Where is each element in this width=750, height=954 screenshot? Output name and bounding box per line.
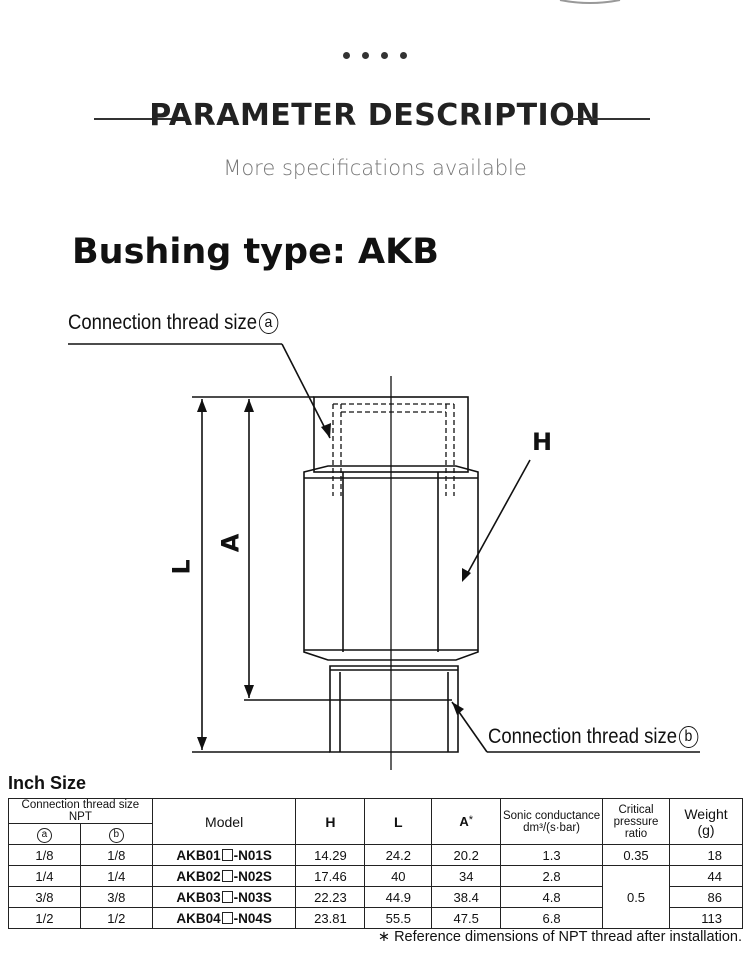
cell-b: 1/8 (79, 844, 153, 866)
header-b-cell: b (79, 823, 153, 845)
cell-L: 44.9 (364, 886, 433, 908)
title-rule-left (94, 118, 174, 120)
table-row: 1/4 1/4 AKB02 -N02S 17.46 40 34 2.8 0.5 4… (8, 865, 743, 929)
model-pre: AKB01 (176, 847, 221, 863)
cell-H: 23.81 (295, 907, 366, 929)
top-arc-decoration (559, 0, 621, 4)
header-sonic: Sonic conductance (502, 809, 601, 822)
table-row: 1/2 1/2 AKB04 -N04S 23.81 55.5 47.5 6.8 1… (8, 907, 743, 929)
dot (343, 52, 350, 59)
circle-b-icon: b (678, 726, 699, 748)
footnote: ∗ Reference dimensions of NPT thread aft… (377, 929, 742, 945)
cell-H: 17.46 (295, 865, 366, 887)
cell-model: AKB02 -N02S (151, 865, 297, 887)
model-pre: AKB03 (176, 889, 221, 905)
cell-a: 1/2 (8, 907, 81, 929)
model-box (221, 911, 233, 924)
model-pre: AKB04 (176, 910, 221, 926)
dot (381, 52, 388, 59)
table-row: 1/8 1/8 AKB01 -N01S 14.29 24.2 20.2 1.3 0… (8, 844, 743, 866)
cell-weight: 86 (669, 886, 743, 908)
cell-b: 1/4 (79, 865, 153, 887)
dim-H-label: H (532, 428, 553, 456)
cell-A: 34 (431, 865, 502, 887)
cell-model: AKB03 -N03S (151, 886, 297, 908)
circle-a-icon: a (36, 828, 52, 843)
header-weight-cell: Weight(g) (669, 798, 743, 845)
header-A-cell: A* (431, 798, 502, 845)
header-H: H (295, 798, 366, 845)
dot (400, 52, 407, 59)
bottom-thread (329, 665, 459, 753)
callout-a-leader (281, 343, 331, 439)
title-rule-right (570, 118, 650, 120)
model-box (221, 848, 233, 861)
cell-L: 40 (364, 865, 433, 887)
model-post: -N02S (233, 868, 272, 884)
cell-weight: 44 (669, 865, 743, 887)
cell-sonic: 6.8 (500, 907, 604, 929)
dot (362, 52, 369, 59)
header-L: L (364, 798, 433, 845)
figure-title: Bushing type: AKB (72, 232, 439, 272)
model-post: -N03S (233, 889, 272, 905)
subtitle: More specifications available (223, 156, 527, 180)
table-row: 3/8 3/8 AKB03 -N03S 22.23 44.9 38.4 4.8 8… (8, 886, 743, 908)
section-dots (0, 52, 750, 59)
header-weight-unit: (g) (697, 821, 715, 838)
cell-a: 1/8 (8, 844, 81, 866)
cell-critical: 0.5 (602, 865, 670, 929)
spec-table: Connection thread size NPT Model H L A* … (8, 798, 743, 929)
table-title: Inch Size (8, 773, 87, 793)
header-model: Model (151, 798, 297, 845)
cell-H: 14.29 (295, 844, 366, 866)
table-header-row: Connection thread size NPT Model H L A* … (8, 798, 743, 845)
circle-b-icon: b (108, 828, 124, 843)
cell-L: 55.5 (364, 907, 433, 929)
dim-L-label: L (167, 559, 196, 575)
cell-b: 3/8 (79, 886, 153, 908)
cell-model: AKB04 -N04S (151, 907, 297, 929)
cell-b: 1/2 (79, 907, 153, 929)
model-post: -N04S (233, 910, 272, 926)
cell-weight: 18 (669, 844, 743, 866)
cell-a: 1/4 (8, 865, 81, 887)
cell-a: 3/8 (8, 886, 81, 908)
cell-H: 22.23 (295, 886, 366, 908)
table-subheader-row: a b (8, 823, 743, 845)
cell-model: AKB01 -N01S (151, 844, 297, 866)
header-critical: Critical pressure ratio (602, 798, 670, 845)
internal-thread-lines (332, 403, 455, 496)
header-A-mark: * (468, 814, 474, 826)
cell-sonic: 4.8 (500, 886, 604, 908)
model-box (221, 890, 233, 903)
H-leader (465, 459, 531, 577)
dim-A-label: A (216, 533, 245, 553)
cell-weight: 113 (669, 907, 743, 929)
header-A: A (459, 814, 469, 829)
cell-A: 20.2 (431, 844, 502, 866)
cell-sonic: 2.8 (500, 865, 604, 887)
cell-A: 38.4 (431, 886, 502, 908)
callout-b-text: Connection thread size (488, 725, 678, 748)
header-connection: Connection thread size NPT (8, 798, 153, 824)
cell-sonic: 1.3 (500, 844, 604, 866)
model-pre: AKB02 (176, 868, 221, 884)
cell-critical: 0.35 (602, 844, 670, 866)
section-title: PARAMETER DESCRIPTION (149, 98, 601, 133)
model-post: -N01S (233, 847, 272, 863)
header-a-cell: a (8, 823, 81, 845)
model-box (221, 869, 233, 882)
circle-a-icon: a (258, 312, 279, 334)
header-weight: Weight (684, 805, 728, 822)
bushing-drawing (68, 343, 700, 770)
callout-a-text: Connection thread size (68, 311, 258, 334)
hex-body (303, 465, 479, 661)
cell-A: 47.5 (431, 907, 502, 929)
header-sonic-unit: dm³/(s·bar) (523, 821, 581, 834)
cell-L: 24.2 (364, 844, 433, 866)
